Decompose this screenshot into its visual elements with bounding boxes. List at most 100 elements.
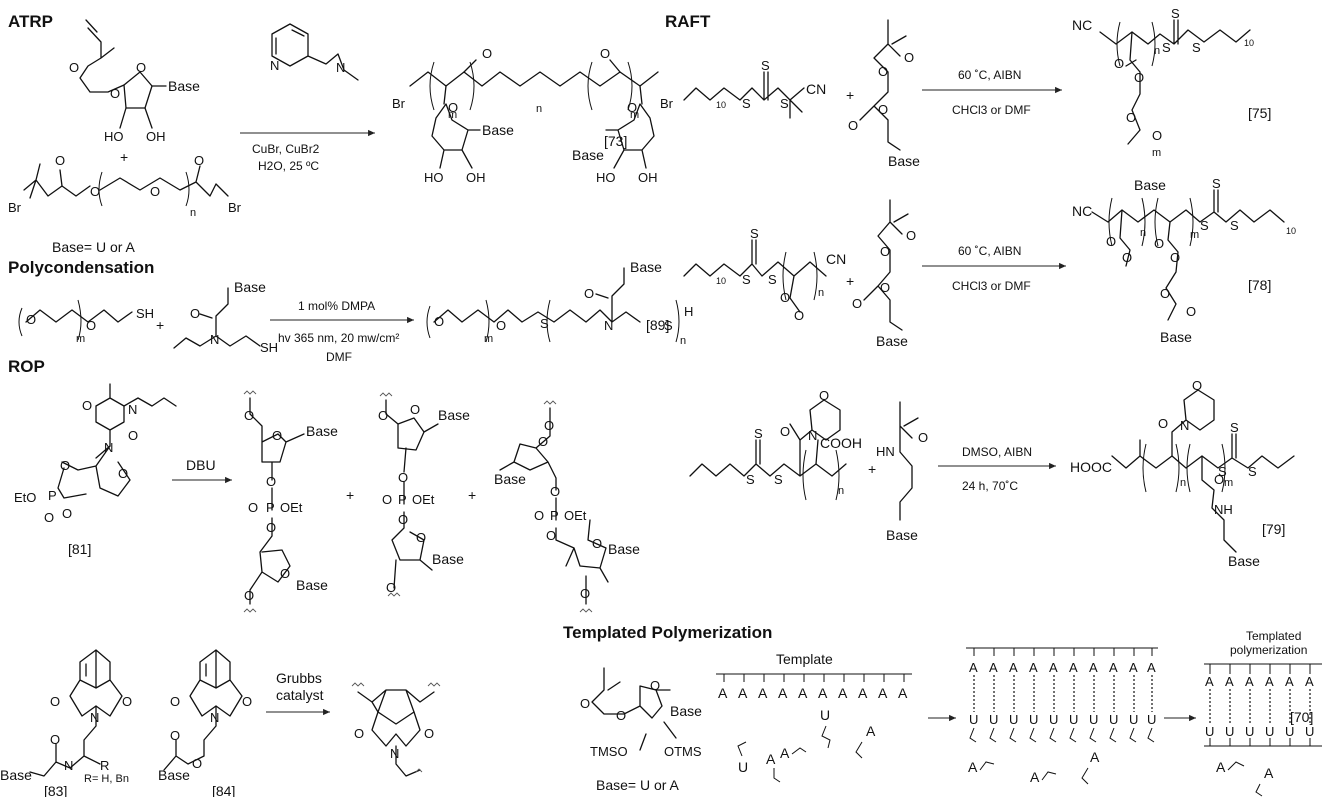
atom-o: O — [86, 318, 96, 333]
atom-o: O — [544, 418, 554, 433]
vinyl-group — [1069, 727, 1077, 743]
paired-base-u: U — [1225, 724, 1234, 739]
atom-n: N — [104, 440, 113, 455]
atom-o: O — [496, 318, 506, 333]
raft-r3-conditions-2: 24 h, 70˚C — [962, 479, 1018, 493]
raft-r2-conditions-2: CHCl3 or DMF — [952, 279, 1031, 293]
paired-base-a: A — [1129, 660, 1138, 675]
atom-tmso: TMSO — [590, 744, 628, 759]
raft-ref-75: [75] — [1248, 105, 1271, 121]
atom-o: O — [136, 60, 146, 75]
atom-base: Base — [158, 767, 190, 783]
rop-product-dimer-2: O O Base O O P OEt O O Base O — [378, 392, 470, 597]
atom-n: N — [210, 710, 219, 725]
rop-monomer: O N O N O O P EtO O O — [14, 383, 177, 525]
atrp-product: Br Br m m n O O O O Base Base HO OH HO O… — [392, 46, 674, 185]
subscript-n: n — [1180, 477, 1186, 489]
atom-o: O — [448, 100, 458, 115]
atom-o: O — [110, 86, 120, 101]
free-monomer-a: A — [866, 723, 876, 739]
atom-hooc: HOOC — [1070, 459, 1112, 475]
free-monomer-a: A — [1090, 749, 1100, 765]
atom-o: O — [584, 286, 594, 301]
atom-otms: OTMS — [664, 744, 702, 759]
subscript-10: 10 — [1244, 38, 1254, 48]
atom-o: O — [90, 184, 100, 199]
paired-base-a: A — [1049, 660, 1058, 675]
atom-s: S — [1171, 6, 1180, 21]
vinyl-group — [1129, 727, 1137, 743]
section-title-rop: ROP — [8, 357, 45, 376]
atrp-conditions-1: CuBr, CuBr2 — [252, 142, 320, 156]
atom-n: N — [808, 428, 817, 443]
paired-base-a: A — [1009, 660, 1018, 675]
raft-monomer-1: O O O O Base — [848, 19, 920, 169]
vinyl-group — [1049, 727, 1057, 743]
templated-monomer: O O O Base TMSO OTMS — [580, 667, 702, 759]
subscript-m: m — [630, 109, 639, 121]
vinyl-group — [1089, 727, 1097, 743]
atom-base: Base — [1160, 329, 1192, 345]
paired-base-u: U — [1109, 712, 1118, 727]
template-base-a: A — [738, 685, 748, 701]
atom-eto: EtO — [14, 490, 36, 505]
raft-cta-1: 10 S S S CN — [683, 58, 826, 119]
atom-o: O — [592, 536, 602, 551]
atom-s: S — [540, 316, 549, 331]
atom-o: O — [852, 296, 862, 311]
atom-cn: CN — [806, 81, 826, 97]
romp-catalyst-2: catalyst — [276, 687, 324, 703]
atom-ho: HO — [104, 129, 124, 144]
atom-n: N — [270, 58, 279, 73]
atom-o: O — [192, 756, 202, 771]
template-base-a: A — [898, 685, 908, 701]
atom-n: N — [64, 758, 73, 773]
atom-base: Base — [888, 153, 920, 169]
raft-cta-2: 10 S S S n CN O O — [683, 226, 846, 323]
atom-o: O — [878, 64, 888, 79]
atom-o: O — [44, 510, 54, 525]
raft-r1-conditions-1: 60 ˚C, AIBN — [958, 68, 1021, 82]
subscript-n: n — [1140, 227, 1146, 239]
subscript-m: m — [1190, 229, 1199, 241]
atom-o: O — [170, 728, 180, 743]
atom-o: O — [1122, 250, 1132, 265]
atom-o: O — [62, 506, 72, 521]
atrp-base-note: Base= U or A — [52, 239, 136, 255]
atom-s: S — [780, 96, 789, 111]
atom-sh: SH — [260, 340, 278, 355]
paired-base-a: A — [1245, 674, 1254, 689]
template-strand: A A A A A A A A A A — [716, 673, 912, 701]
free-monomer-u: U — [738, 759, 748, 775]
atom-o: O — [55, 153, 65, 168]
atom-o: O — [600, 46, 610, 61]
atom-o: O — [244, 588, 254, 603]
atom-o: O — [118, 466, 128, 481]
atom-o: O — [538, 434, 548, 449]
atom-o: O — [1106, 234, 1116, 249]
paired-base-a: A — [1205, 674, 1214, 689]
templated-ref: [70] — [1290, 709, 1313, 725]
paired-base-u: U — [1129, 712, 1138, 727]
atom-oet: OEt — [564, 508, 587, 523]
plus-sign: + — [120, 149, 128, 165]
atom-br: Br — [8, 200, 22, 215]
template-base-a: A — [718, 685, 728, 701]
atom-o: O — [170, 694, 180, 709]
atom-s: S — [1230, 218, 1239, 233]
subscript-n: n — [1154, 45, 1160, 57]
atom-ho: HO — [596, 170, 616, 185]
atom-o: O — [1214, 472, 1224, 487]
atom-o: O — [848, 118, 858, 133]
atom-s: S — [768, 272, 777, 287]
paired-base-a: A — [1109, 660, 1118, 675]
atom-o: O — [1134, 70, 1144, 85]
template-base-a: A — [778, 685, 788, 701]
atrp-monomer: O O O Base HO OH — [69, 19, 200, 144]
atom-o: O — [416, 530, 426, 545]
atom-s: S — [742, 272, 751, 287]
atom-o: O — [266, 474, 276, 489]
atom-base: Base — [432, 551, 464, 567]
vinyl-group — [969, 727, 977, 743]
plus-sign: + — [468, 487, 476, 503]
